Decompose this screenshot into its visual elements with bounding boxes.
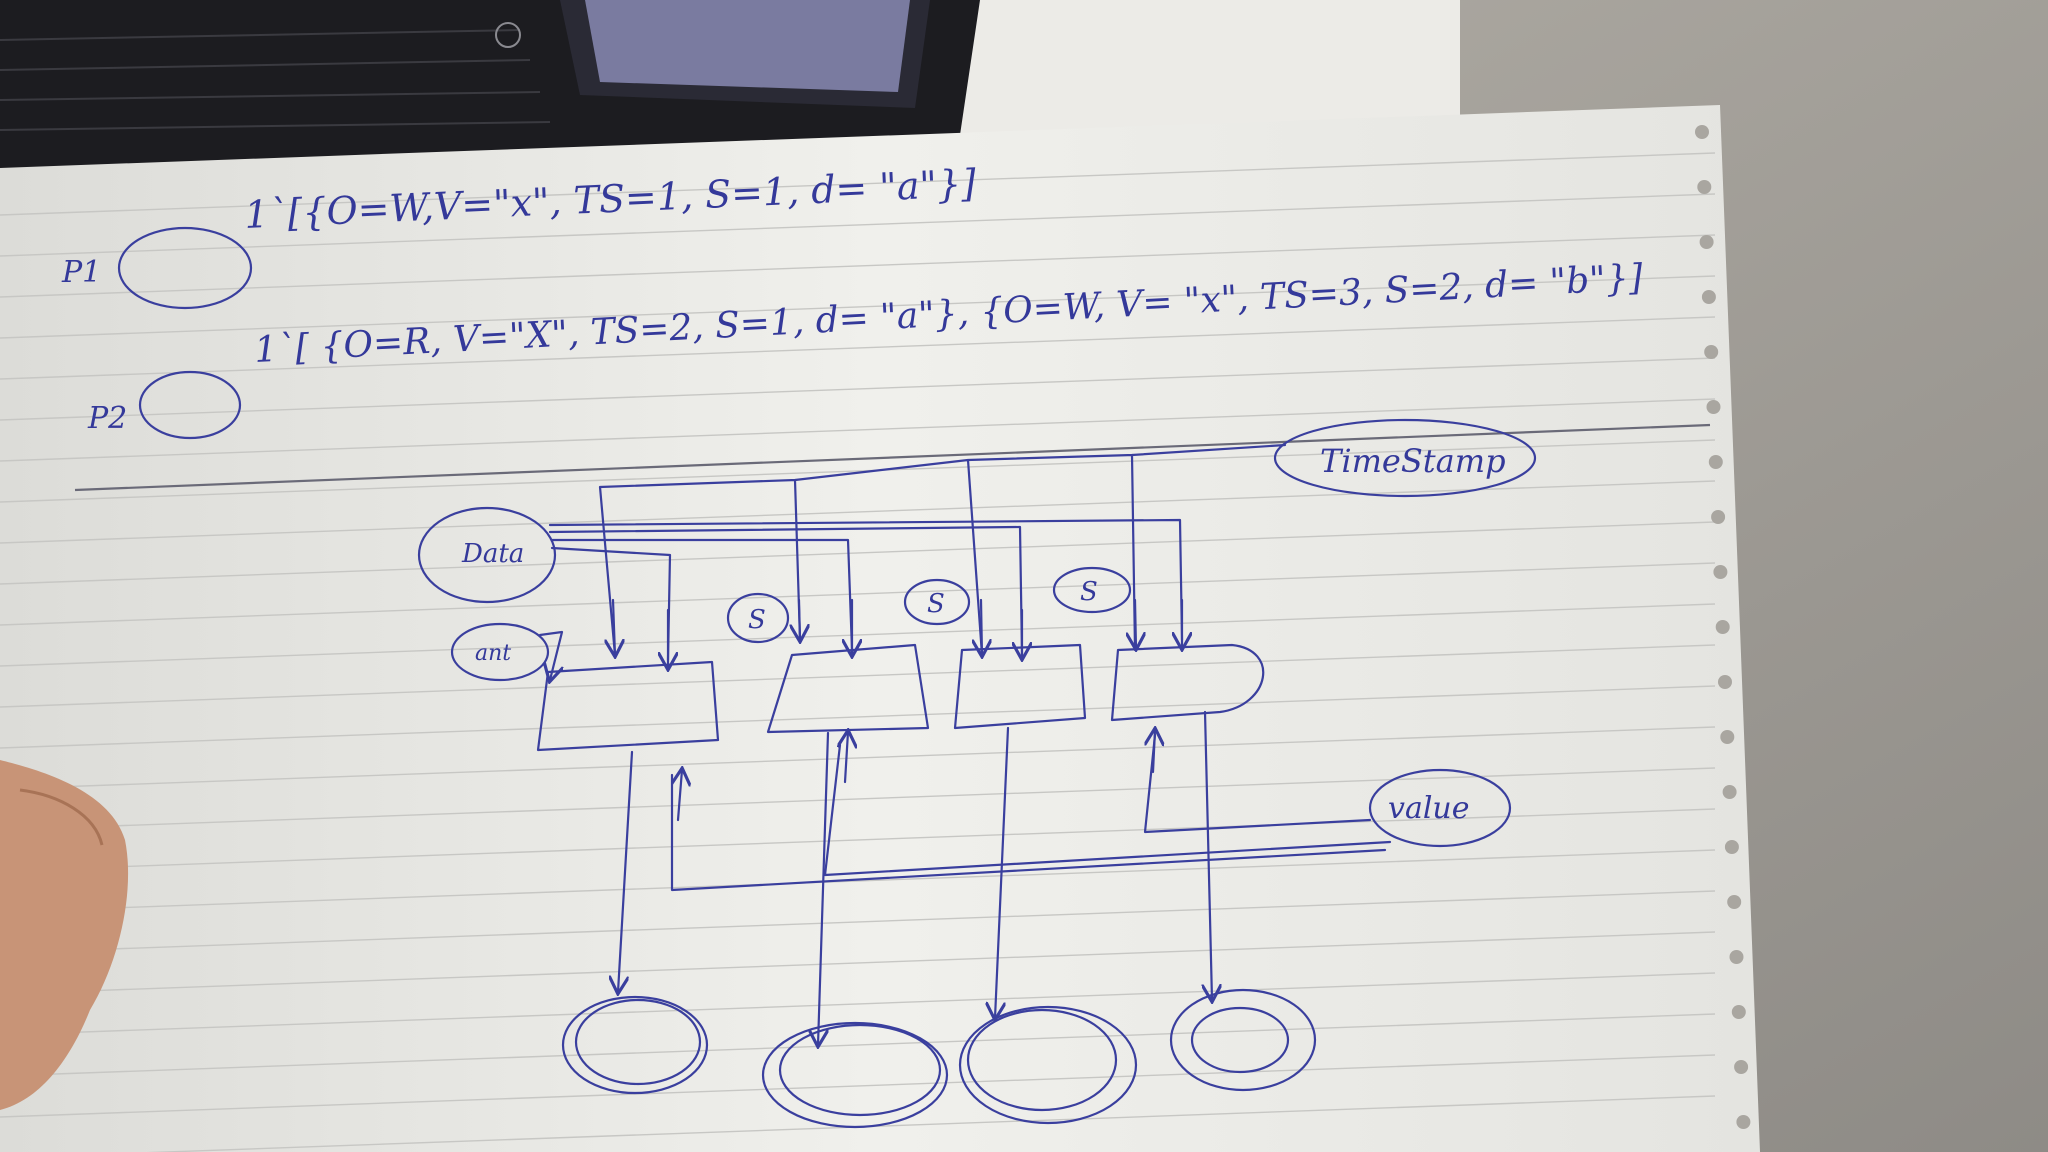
- timestamp-arcs: [598, 443, 1287, 657]
- ruled-line: [0, 234, 1716, 298]
- data-arcs: [548, 518, 1184, 662]
- s-place-2: [903, 578, 971, 626]
- ruled-line: [0, 357, 1716, 421]
- output-place-3: [958, 1005, 1138, 1125]
- tractor-hole: [1731, 1005, 1746, 1019]
- laptop-logo: [495, 22, 521, 48]
- arc-ts-t1: [613, 598, 615, 655]
- timestamp-place: [1273, 418, 1537, 498]
- tractor-hole: [1727, 895, 1742, 909]
- tractor-hole: [1704, 345, 1719, 359]
- transition-4: [1110, 643, 1265, 722]
- ruled-line: [0, 890, 1716, 954]
- tractor-hole: [1715, 620, 1730, 634]
- divider-line: [74, 423, 1711, 492]
- ruled-line: [0, 152, 1716, 216]
- ruled-line: [0, 193, 1716, 257]
- value-label: value: [1388, 791, 1470, 826]
- tractor-holes: [1695, 125, 1751, 1129]
- output-arc-3: [995, 726, 1010, 1018]
- ruled-line: [0, 275, 1716, 339]
- output-arc-1: [618, 750, 634, 992]
- ruled-line: [0, 316, 1716, 380]
- s-label-1: S: [748, 605, 766, 635]
- tractor-hole: [1724, 840, 1739, 854]
- ruled-line: [0, 562, 1716, 626]
- tractor-hole: [1706, 400, 1721, 414]
- ruled-line: [0, 521, 1716, 585]
- ruled-line: [0, 931, 1716, 995]
- ruled-line: [0, 972, 1716, 1036]
- arc-ts-t4: [1135, 598, 1136, 648]
- tractor-hole: [1736, 1115, 1751, 1129]
- ruled-line: [0, 808, 1716, 872]
- arc-ts-t2: [799, 598, 800, 640]
- value-arcs: [670, 733, 1392, 892]
- ruled-line: [0, 1013, 1716, 1077]
- tractor-hole: [1695, 125, 1709, 139]
- tractor-hole: [1718, 675, 1732, 689]
- transition-3: [953, 643, 1087, 730]
- tractor-hole: [1708, 455, 1723, 469]
- output-place-2: [761, 1021, 949, 1129]
- tractor-hole: [1701, 290, 1716, 304]
- arc-value-t1: [678, 770, 682, 822]
- ruled-line: [0, 1054, 1716, 1118]
- output-arc-4: [1205, 710, 1212, 1000]
- white-surface: [900, 0, 1460, 140]
- keyboard: [0, 29, 551, 131]
- ruled-line: [0, 644, 1716, 708]
- ruled-line: [0, 685, 1716, 749]
- tractor-hole: [1720, 730, 1735, 744]
- tractor-hole: [1722, 785, 1737, 799]
- arc-ts-t3: [981, 598, 982, 655]
- ruled-line: [0, 849, 1716, 913]
- arc-value-t4: [1153, 730, 1155, 774]
- place-p2-label: P2: [87, 401, 127, 436]
- output-place-1: [561, 995, 709, 1095]
- paper-sheet: [0, 105, 1760, 1152]
- ruled-line: [0, 603, 1716, 667]
- ruled-line: [0, 398, 1716, 462]
- tractor-hole: [1711, 510, 1726, 524]
- ruled-line: [0, 767, 1716, 831]
- thumb: [0, 760, 129, 1110]
- counter-arc: [538, 630, 562, 680]
- data-place: [417, 506, 557, 604]
- value-place: [1368, 768, 1512, 848]
- place-p1: [117, 226, 253, 310]
- output-place-4: [1169, 988, 1317, 1092]
- counter-place: [450, 622, 550, 682]
- tractor-hole: [1734, 1060, 1749, 1074]
- s-label-2: S: [927, 589, 945, 619]
- ruled-lines: [0, 152, 1716, 1152]
- s-place-1: [726, 592, 790, 644]
- s-label-3: S: [1080, 577, 1098, 607]
- ruled-line: [0, 726, 1716, 790]
- ruled-line: [0, 480, 1716, 544]
- s-place-3: [1052, 566, 1132, 614]
- arc-value-t2: [845, 732, 848, 784]
- place-p1-label: P1: [61, 255, 101, 290]
- timestamp-label: TimeStamp: [1320, 442, 1506, 480]
- counter-label: ant: [475, 641, 511, 666]
- data-label: Data: [461, 539, 524, 569]
- tractor-hole: [1697, 180, 1712, 194]
- laptop: [0, 0, 980, 170]
- tractor-hole: [1713, 565, 1728, 579]
- transition-1: [536, 660, 720, 752]
- tractor-hole: [1699, 235, 1714, 249]
- transition-2: [766, 643, 930, 734]
- output-arc-2: [818, 731, 830, 1045]
- ruled-line: [0, 439, 1716, 503]
- tractor-hole: [1729, 950, 1744, 964]
- place-p2: [138, 370, 242, 440]
